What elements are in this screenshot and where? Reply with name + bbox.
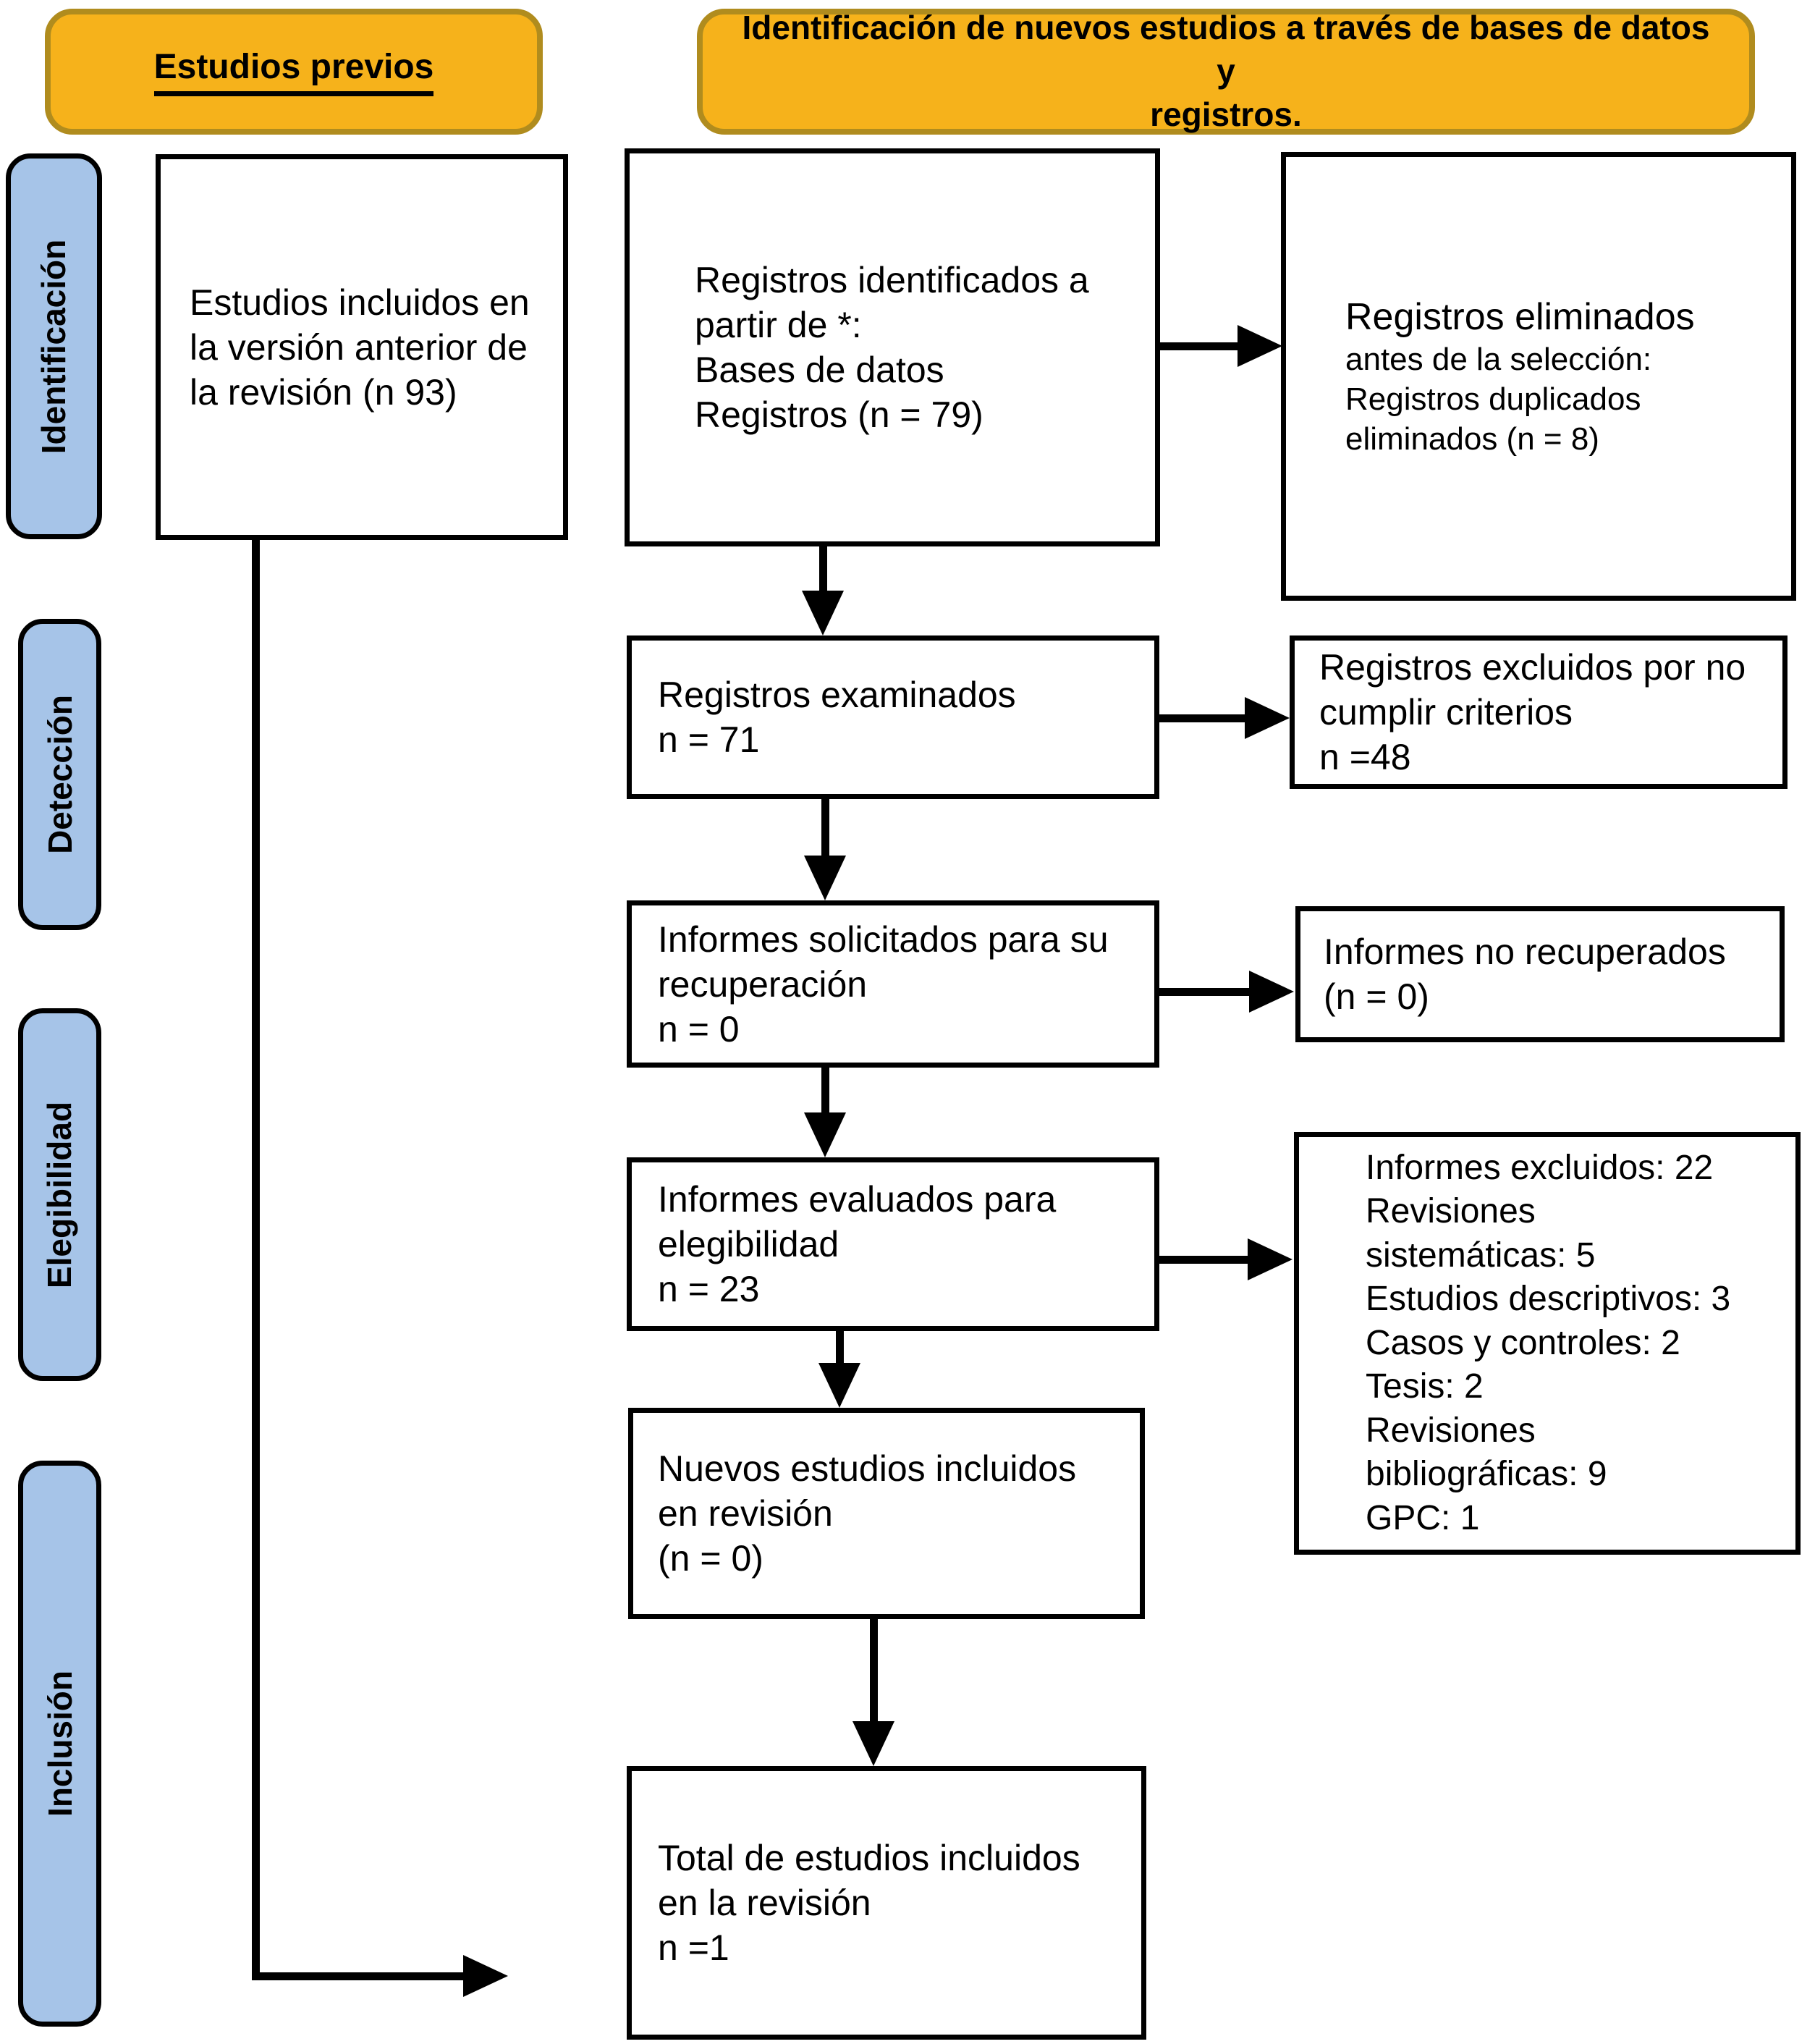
box-new-included: Nuevos estudios incluidos en revisión (n… xyxy=(628,1408,1145,1619)
box-reports-assessed-text: Informes evaluados para elegibilidad n =… xyxy=(658,1179,1057,1309)
box-records-excluded: Registros excluidos por no cumplir crite… xyxy=(1290,635,1788,789)
box-records-screened: Registros examinados n = 71 xyxy=(627,635,1159,799)
box-reports-excluded: Informes excluidos: 22 Revisiones sistem… xyxy=(1294,1132,1801,1555)
arrow-head-icon xyxy=(463,1955,508,1997)
arrow-head-icon xyxy=(1245,697,1290,739)
banner-new-studies: Identificación de nuevos estudios a trav… xyxy=(697,9,1755,135)
banner-previous-studies-label: Estudios previos xyxy=(153,47,434,96)
arrow-head-icon xyxy=(1249,971,1294,1013)
box-records-screened-text: Registros examinados n = 71 xyxy=(658,675,1016,760)
arrow-stem xyxy=(1159,714,1245,722)
stage-identificacion: Identificación xyxy=(6,153,102,539)
connector-vertical-line xyxy=(252,540,260,1980)
arrow-head-icon xyxy=(852,1721,894,1766)
box-reports-not-retrieved-text: Informes no recuperados (n = 0) xyxy=(1324,932,1726,1017)
box-records-identified: Registros identificados a partir de *: B… xyxy=(625,148,1160,546)
arrow-stem xyxy=(1160,342,1238,350)
stage-inclusion: Inclusión xyxy=(18,1461,101,2027)
stage-elegibilidad-label: Elegibilidad xyxy=(41,1101,79,1288)
arrow-head-icon xyxy=(804,856,846,900)
stage-deteccion-label: Detección xyxy=(41,695,79,854)
box-records-identified-text: Registros identificados a partir de *: B… xyxy=(695,260,1089,435)
arrow-head-icon xyxy=(1238,325,1282,367)
arrow-stem xyxy=(1159,988,1249,996)
banner-new-studies-label: Identificación de nuevos estudios a trav… xyxy=(742,9,1710,133)
box-total-included-text: Total de estudios incluidos en la revisi… xyxy=(658,1838,1080,1968)
box-reports-excluded-text: Informes excluidos: 22 Revisiones sistem… xyxy=(1366,1148,1731,1537)
stage-deteccion: Detección xyxy=(18,619,101,930)
stage-identificacion-label: Identificación xyxy=(35,239,73,454)
box-previous-included: Estudios incluidos en la versión anterio… xyxy=(156,154,568,540)
connector-horizontal-line xyxy=(252,1972,463,1980)
arrow-stem xyxy=(819,546,827,591)
box-reports-sought: Informes solicitados para su recuperació… xyxy=(627,900,1159,1068)
box-records-removed-title: Registros eliminados xyxy=(1345,295,1695,338)
banner-previous-studies: Estudios previos xyxy=(45,9,543,135)
arrow-head-icon xyxy=(802,591,844,635)
box-total-included: Total de estudios incluidos en la revisi… xyxy=(627,1766,1146,2040)
box-records-removed: Registros eliminados antes de la selecci… xyxy=(1281,152,1796,601)
box-reports-sought-text: Informes solicitados para su recuperació… xyxy=(658,918,1109,1050)
stage-inclusion-label: Inclusión xyxy=(41,1671,79,1817)
box-previous-included-text: Estudios incluidos en la versión anterio… xyxy=(190,282,530,413)
arrow-stem xyxy=(836,1331,844,1363)
arrow-head-icon xyxy=(1248,1238,1292,1280)
arrow-stem xyxy=(821,799,829,856)
arrow-stem xyxy=(870,1619,878,1721)
box-new-included-text: Nuevos estudios incluidos en revisión (n… xyxy=(658,1448,1077,1579)
arrow-stem xyxy=(821,1068,829,1112)
box-reports-assessed: Informes evaluados para elegibilidad n =… xyxy=(627,1157,1159,1331)
arrow-head-icon xyxy=(804,1112,846,1157)
stage-elegibilidad: Elegibilidad xyxy=(18,1008,101,1381)
arrow-stem xyxy=(1159,1256,1248,1264)
box-records-removed-body: antes de la selección: Registros duplica… xyxy=(1345,342,1652,457)
arrow-head-icon xyxy=(818,1363,860,1408)
box-reports-not-retrieved: Informes no recuperados (n = 0) xyxy=(1295,906,1785,1042)
box-records-excluded-text: Registros excluidos por no cumplir crite… xyxy=(1319,647,1746,777)
